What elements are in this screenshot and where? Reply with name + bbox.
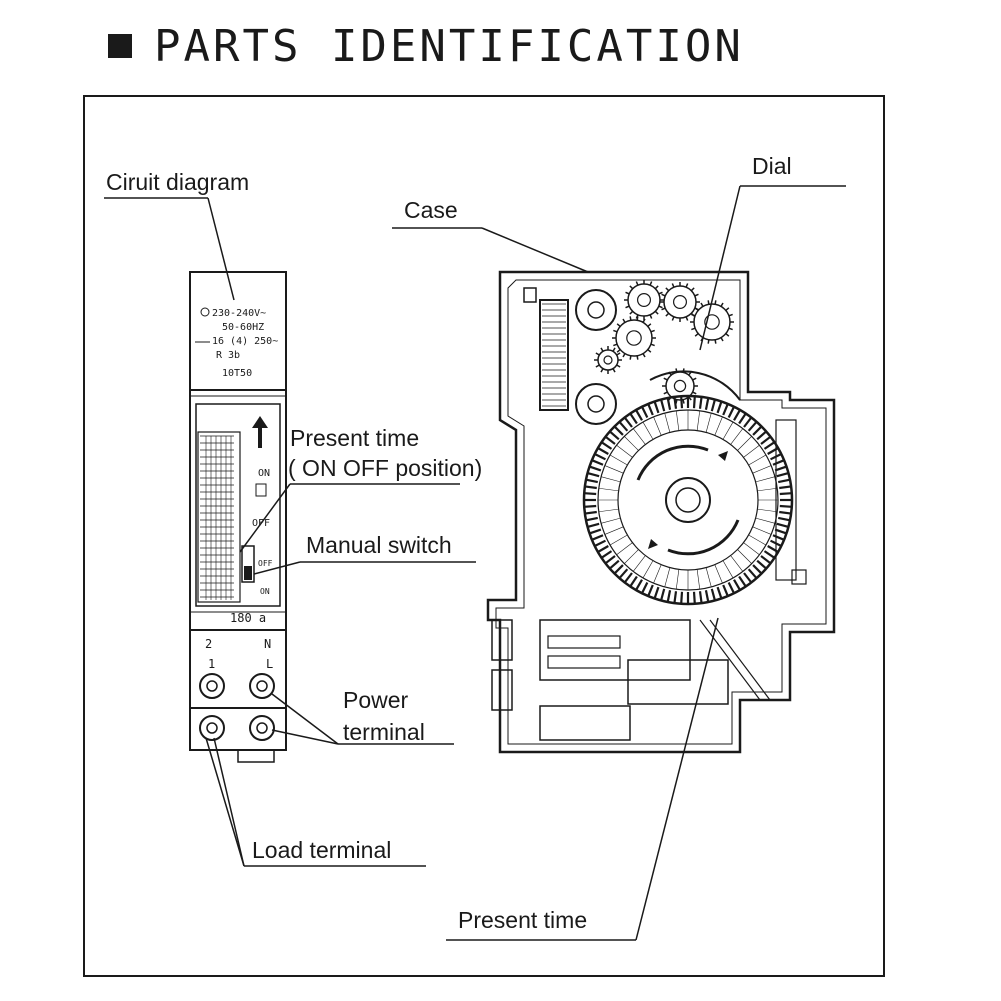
label-dial: Dial: [752, 153, 792, 179]
case-inner-outline: [495, 279, 827, 745]
spec-rating: 16 (4) 250~: [212, 336, 278, 347]
bottom-clip: [539, 705, 631, 741]
front-on-label: ON: [258, 468, 270, 479]
gear-3: [690, 300, 734, 344]
device-front-view: 230-240V~ 50-60HZ 16 (4) 250~ R 3b 10T50…: [189, 271, 287, 763]
terminal-label-l: L: [266, 657, 273, 671]
power-terminal-screw-top: [249, 673, 275, 699]
power-terminal-screw-bottom: [249, 715, 275, 741]
right-leader-lines: [392, 185, 846, 941]
left-leader-lines: [104, 197, 476, 867]
label-terminal: terminal: [343, 719, 425, 745]
terminal-label-1: 1: [208, 657, 215, 671]
spec-resistance: R 3b: [216, 350, 240, 361]
label-present-time-top: Present time: [290, 425, 419, 451]
label-manual-switch: Manual switch: [306, 532, 452, 558]
bottom-rating-label: 180 a: [230, 611, 266, 625]
page-title: PARTS IDENTIFICATION: [154, 20, 744, 72]
spec-model: 10T50: [222, 368, 252, 379]
title-block: PARTS IDENTIFICATION: [108, 18, 744, 74]
coil-stack: [539, 299, 569, 411]
lower-screw: [575, 383, 617, 425]
present-time-arrow-icon: [252, 416, 268, 448]
load-terminal-screw-top: [199, 673, 225, 699]
gear-4: [612, 316, 656, 360]
terminal-label-n: N: [264, 637, 271, 651]
gear-5: [594, 346, 622, 374]
label-load-terminal: Load terminal: [252, 837, 391, 863]
spec-voltage: 230-240V~: [212, 308, 266, 319]
upper-screw: [575, 289, 617, 331]
segment-scale: [197, 431, 241, 603]
dial-hub: [665, 477, 711, 523]
label-power: Power: [343, 687, 409, 713]
gear-train: [594, 280, 741, 404]
title-square-icon: [108, 34, 132, 58]
switch-off-label: OFF: [258, 559, 273, 568]
dial-direction-arrow-icon: [718, 451, 728, 461]
lower-mechanism: [539, 619, 691, 681]
front-dial-window: [195, 403, 281, 607]
label-present-time-bottom: Present time: [458, 907, 587, 933]
gear-1: [624, 280, 664, 320]
case-outline: [486, 270, 836, 754]
switch-on-label: ON: [260, 587, 270, 596]
spec-frequency: 50-60HZ: [222, 322, 264, 333]
device-internal-view: [486, 270, 836, 754]
diagram-frame: [83, 95, 885, 977]
relay-block: [627, 659, 729, 705]
segment-pins: [200, 435, 234, 600]
load-terminal-screw-bottom: [199, 715, 225, 741]
label-circuit-diagram: Ciruit diagram: [106, 169, 249, 195]
circuit-diagram-panel: 230-240V~ 50-60HZ 16 (4) 250~ R 3b 10T50: [195, 307, 278, 379]
dial[interactable]: [582, 394, 794, 606]
terminal-label-2: 2: [205, 637, 212, 651]
manual-switch[interactable]: [241, 545, 255, 583]
coil-lines: [542, 303, 566, 407]
label-on-off-position: ( ON OFF position): [288, 455, 482, 481]
label-case: Case: [404, 197, 458, 223]
